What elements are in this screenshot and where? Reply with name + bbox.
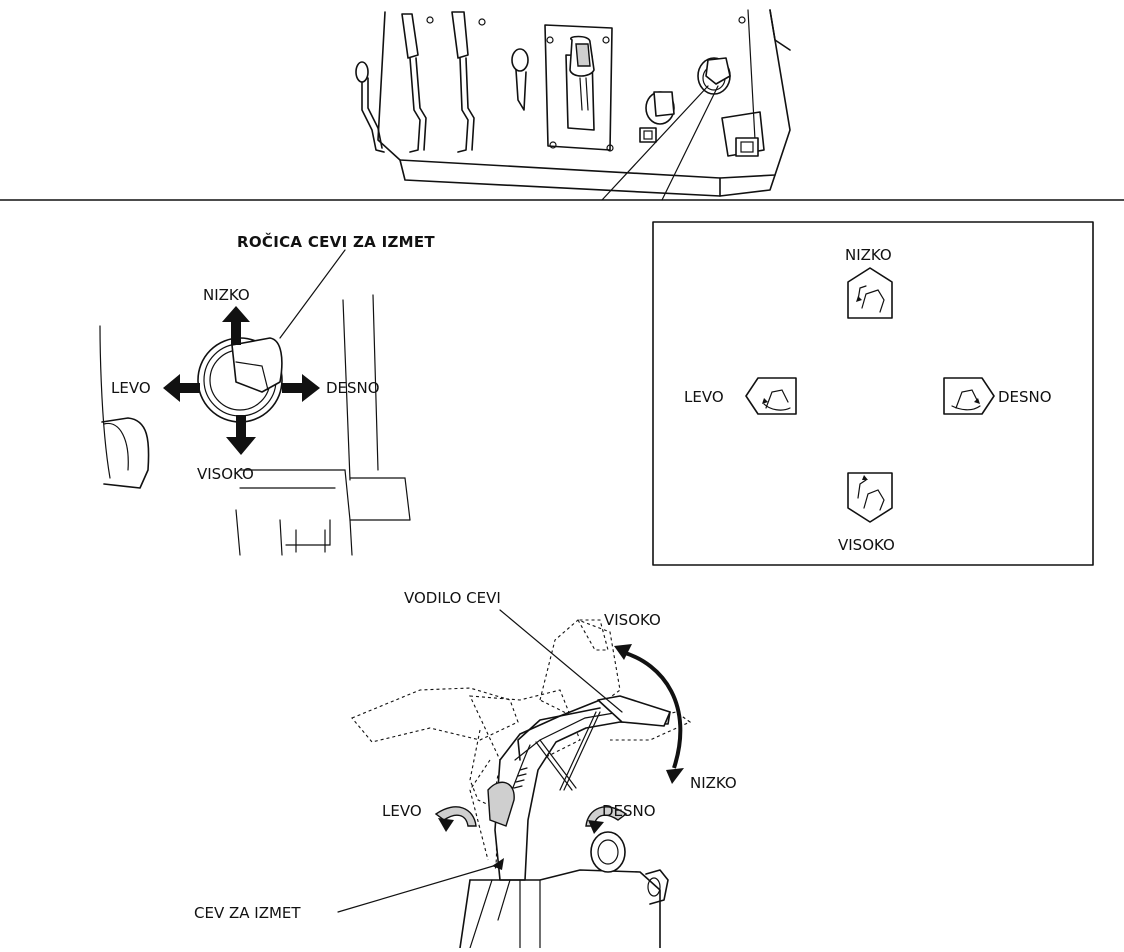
chute-up-symbol-icon (848, 473, 892, 522)
symbol-bottom-label: VISOKO (838, 536, 895, 554)
down-curve-arrowhead-icon (666, 768, 684, 784)
symbol-left-label: LEVO (684, 388, 724, 406)
joystick-left-label: LEVO (111, 379, 151, 397)
joystick-down-label: VISOKO (197, 465, 254, 483)
chute-low-label: NIZKO (690, 774, 737, 792)
joystick-handle-label: ROČICA CEVI ZA IZMET (237, 232, 435, 251)
left-arrow-icon (163, 374, 200, 402)
joystick-right-label: DESNO (326, 379, 380, 397)
chute-high-label: VISOKO (604, 611, 661, 629)
chute-label: CEV ZA IZMET (194, 904, 301, 922)
symbol-top-label: NIZKO (845, 246, 892, 264)
up-curve-arrowhead-icon (614, 644, 632, 660)
chute-guide-label: VODILO CEVI (404, 589, 501, 607)
control-panel-illustration (356, 10, 790, 196)
chute-illustration (338, 610, 690, 948)
joystick-closeup (100, 250, 410, 555)
chute-left-symbol-icon (746, 378, 796, 414)
right-arrow-icon (282, 374, 320, 402)
chute-right-label: DESNO (602, 802, 656, 820)
chute-left-label: LEVO (382, 802, 422, 820)
chute-right-symbol-icon (944, 378, 994, 414)
symbol-right-label: DESNO (998, 388, 1052, 406)
chute-down-symbol-icon (848, 268, 892, 318)
joystick-up-label: NIZKO (203, 286, 250, 304)
